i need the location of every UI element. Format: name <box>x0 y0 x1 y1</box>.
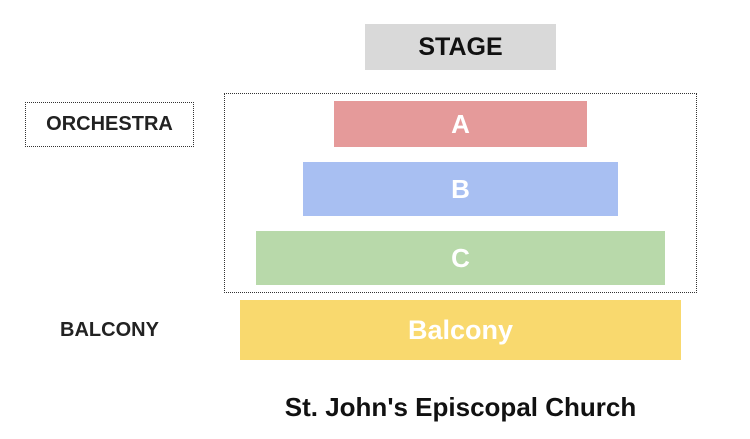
orchestra-area <box>224 93 697 293</box>
venue-title: St. John's Episcopal Church <box>200 386 721 428</box>
section-balcony[interactable]: Balcony <box>240 300 681 360</box>
section-a-label: A <box>451 108 470 139</box>
balcony-label: BALCONY <box>25 310 194 350</box>
section-a[interactable]: A <box>334 101 587 147</box>
section-b[interactable]: B <box>303 162 618 216</box>
section-c[interactable]: C <box>256 231 665 285</box>
section-c-label: C <box>451 242 470 273</box>
stage-label: STAGE <box>418 32 503 61</box>
venue-name: St. John's Episcopal Church <box>284 391 637 422</box>
balcony-label-text: BALCONY <box>60 318 159 341</box>
section-balcony-label: Balcony <box>407 314 514 345</box>
orchestra-label: ORCHESTRA <box>25 102 194 147</box>
orchestra-label-text: ORCHESTRA <box>46 113 173 135</box>
section-b-label: B <box>451 173 470 204</box>
stage: STAGE <box>365 24 556 70</box>
